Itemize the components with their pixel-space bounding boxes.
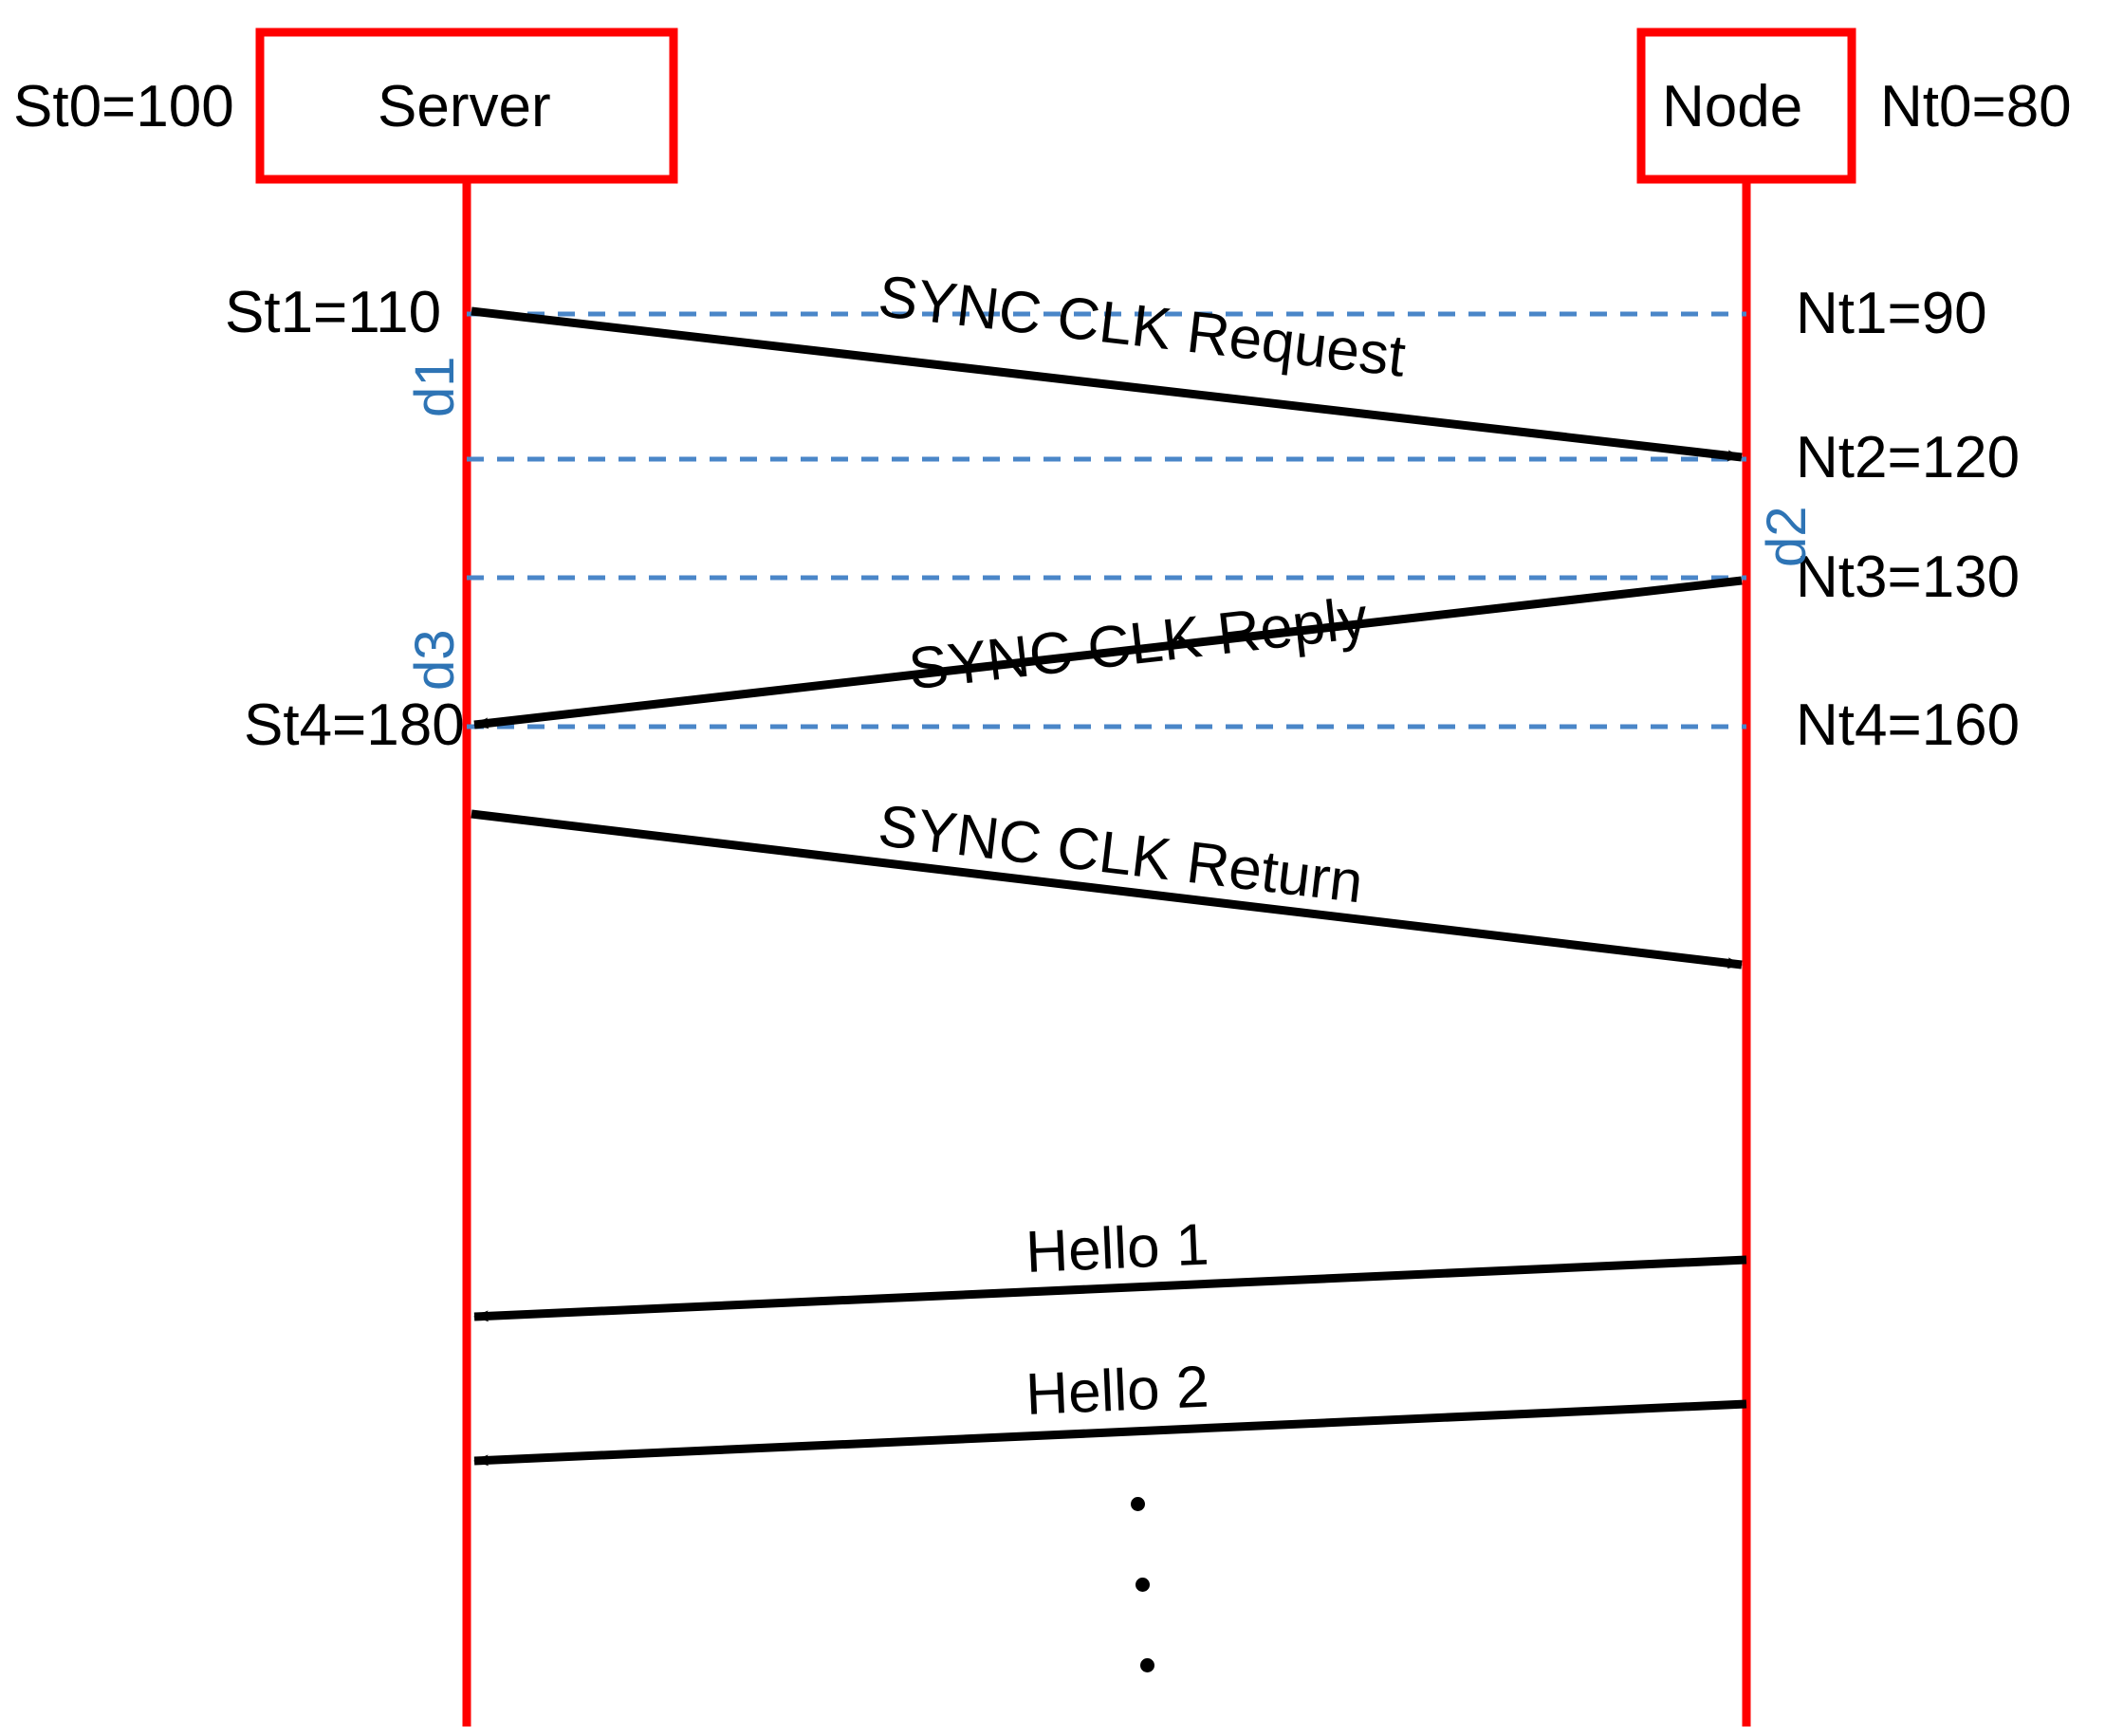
message-label-hello-2: Hello 2 [1024,1354,1210,1428]
participant-label-node: Node [1662,74,1803,139]
continuation-dot-2 [1136,1578,1150,1592]
continuation-dot-1 [1131,1497,1145,1511]
server-timestamp-st1: St1=110 [225,280,442,345]
arrow-sync-clk-reply [473,576,1743,729]
server-initial-timestamp: St0=100 [13,74,234,139]
arrow-sync-clk-return [471,809,1743,970]
continuation-dot-3 [1140,1658,1154,1672]
arrow-hello-2 [473,1399,1747,1467]
node-timestamp-nt1: Nt1=90 [1796,281,1987,346]
participant-label-server: Server [378,74,551,139]
arrow-hello-1 [473,1255,1747,1322]
node-timestamp-nt2: Nt2=120 [1796,425,2021,490]
message-label-hello-1: Hello 1 [1024,1211,1210,1285]
arrow-sync-clk-request [471,306,1743,462]
delay-label-d2: d2 [1756,506,1818,567]
node-timestamp-nt4: Nt4=160 [1796,693,2021,758]
delay-label-d1: d1 [404,356,466,417]
node-initial-timestamp: Nt0=80 [1880,74,2072,139]
node-timestamp-nt3: Nt3=130 [1796,545,2021,610]
server-timestamp-st4: St4=180 [244,693,465,758]
delay-label-d3: d3 [404,629,466,691]
